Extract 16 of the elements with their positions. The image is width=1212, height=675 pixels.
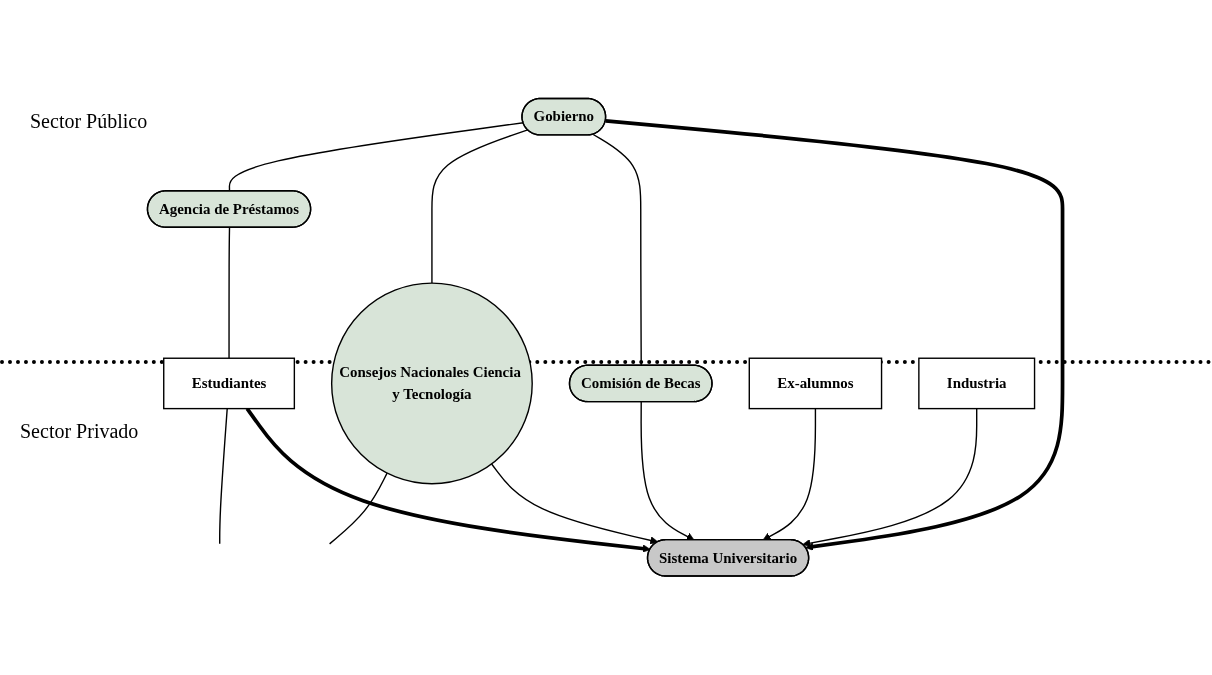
arrow [762, 408, 817, 541]
arrow [245, 407, 651, 553]
arrow [640, 401, 695, 541]
connector [592, 134, 642, 367]
node-circle: Consejos Nacionales Ciencia y Tecnología [330, 282, 533, 485]
connector [328, 472, 388, 545]
node-box: Industria [918, 357, 1036, 410]
node-box: Ex-alumnos [748, 357, 883, 410]
sector-label: Sector Privado [20, 420, 139, 443]
arrow [802, 408, 978, 548]
arrow [605, 119, 1065, 551]
node-box: Estudiantes [163, 357, 296, 410]
sector-label: Sector Público [30, 110, 148, 133]
connector [219, 408, 228, 545]
connector [228, 227, 231, 360]
arrow [490, 463, 659, 545]
